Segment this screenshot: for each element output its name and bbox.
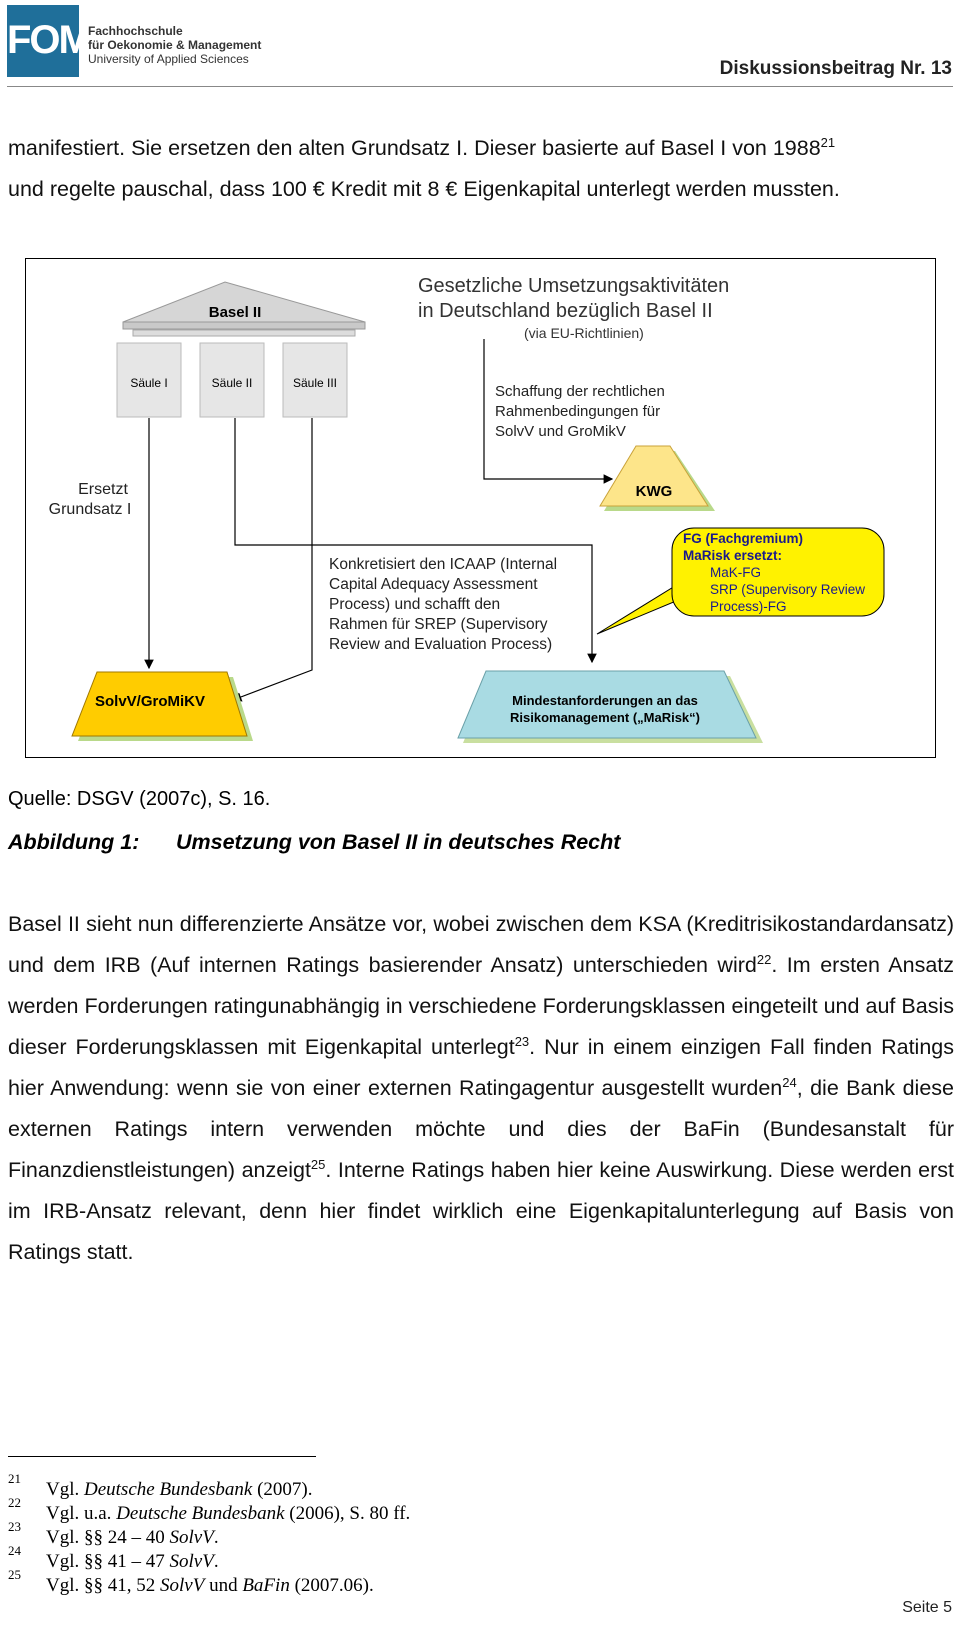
- pillar-3: [282, 342, 348, 418]
- roof-base: [122, 321, 366, 330]
- page-number: Seite 5: [902, 1599, 952, 1616]
- institution-line-1: Fachhochschule: [88, 24, 183, 38]
- footnote-ref-24: 24: [782, 1074, 797, 1090]
- figure-caption: Abbildung 1: Umsetzung von Basel II in de…: [8, 830, 620, 855]
- icaap-line-4: Rahmen für SREP (Supervisory: [329, 616, 548, 633]
- header-divider: [7, 86, 953, 87]
- kwg-shape: [599, 445, 709, 507]
- diagram-title-line-2: in Deutschland bezüglich Basel II: [418, 300, 713, 322]
- marisk-line-2: Risikomanagement („MaRisk“): [510, 710, 700, 725]
- ersetzt-line-2: Grundsatz I: [49, 501, 132, 518]
- body-paragraph: Basel II sieht nun differenzierte Ansätz…: [8, 912, 954, 1264]
- icaap-line-3: Process) und schafft den: [329, 596, 500, 613]
- caption-title: Umsetzung von Basel II in deutsches Rech…: [176, 830, 621, 854]
- intro-line-1: manifestiert. Sie ersetzen den alten Gru…: [8, 134, 836, 160]
- schaffung-line-2: Rahmenbedingungen für: [495, 403, 660, 420]
- intro-line-2: und regelte pauschal, dass 100 € Kredit …: [8, 177, 840, 201]
- pillar-3-label: Säule III: [293, 376, 337, 390]
- icaap-line-5: Review and Evaluation Process): [329, 636, 552, 653]
- fom-logo: [7, 5, 79, 77]
- ersetzt-line-1: Ersetzt: [78, 481, 128, 498]
- arrow-to-kwg: [483, 339, 614, 484]
- figure-frame: [25, 258, 936, 758]
- pillar-1: [116, 342, 182, 418]
- fg-line-1: FG (Fachgremium): [683, 531, 803, 546]
- institution-line-2: für Oekonomie & Management: [88, 38, 262, 52]
- pillar-1-label: Säule I: [130, 376, 167, 390]
- diagram-title-line-3: (via EU-Richtlinien): [524, 325, 644, 341]
- pillar-2-label: Säule II: [212, 376, 253, 390]
- fg-callout: [671, 527, 885, 617]
- institution-line-3: University of Applied Sciences: [88, 52, 249, 66]
- roof-label: Basel II: [209, 304, 262, 321]
- solvv-shape: [71, 671, 248, 737]
- schaffung-line-3: SolvV und GroMikV: [495, 423, 626, 440]
- logo-text: FOM: [7, 18, 92, 62]
- icaap-line-1: Konkretisiert den ICAAP (Internal: [329, 556, 557, 573]
- roof-base-lower: [132, 329, 356, 337]
- icaap-line-2: Capital Adequacy Assessment: [329, 576, 538, 593]
- solvv-label: SolvV/GroMiKV: [95, 693, 205, 710]
- figure-source: Quelle: DSGV (2007c), S. 16.: [8, 788, 271, 810]
- kwg-label: KWG: [636, 483, 673, 500]
- diagram-title-line-1: Gesetzliche Umsetzungsaktivitäten: [418, 275, 729, 297]
- institution-name: Fachhochschule für Oekonomie & Managemen…: [88, 24, 261, 66]
- footnote-divider: [8, 1456, 316, 1457]
- series-title: Diskussionsbeitrag Nr. 13: [719, 58, 952, 79]
- schaffung-line-1: Schaffung der rechtlichen: [495, 383, 665, 400]
- footnote-ref-22: 22: [756, 951, 772, 967]
- arrow-pillar3-solvv: [231, 418, 313, 702]
- fg-line-2: MaRisk ersetzt:: [683, 548, 782, 563]
- arrow-pillar2-marisk: [234, 418, 597, 664]
- intro-paragraph: manifestiert. Sie ersetzen den alten Gru…: [8, 128, 954, 210]
- caption-number: Abbildung 1:: [8, 830, 140, 854]
- marisk-shape: [457, 670, 757, 739]
- footnote-ref-21: 21: [820, 134, 836, 150]
- footnote-ref-23: 23: [514, 1033, 530, 1049]
- fg-line-5: Process)-FG: [710, 599, 787, 614]
- marisk-line-1: Mindestanforderungen an das: [512, 693, 698, 708]
- basel-diagram: Basel II Säule I Säule II Säule III Gese…: [49, 275, 885, 743]
- pillar-2: [199, 342, 265, 418]
- footnote-ref-25: 25: [310, 1156, 326, 1172]
- fg-line-4: SRP (Supervisory Review: [710, 582, 865, 597]
- fg-line-3: MaK-FG: [710, 565, 761, 580]
